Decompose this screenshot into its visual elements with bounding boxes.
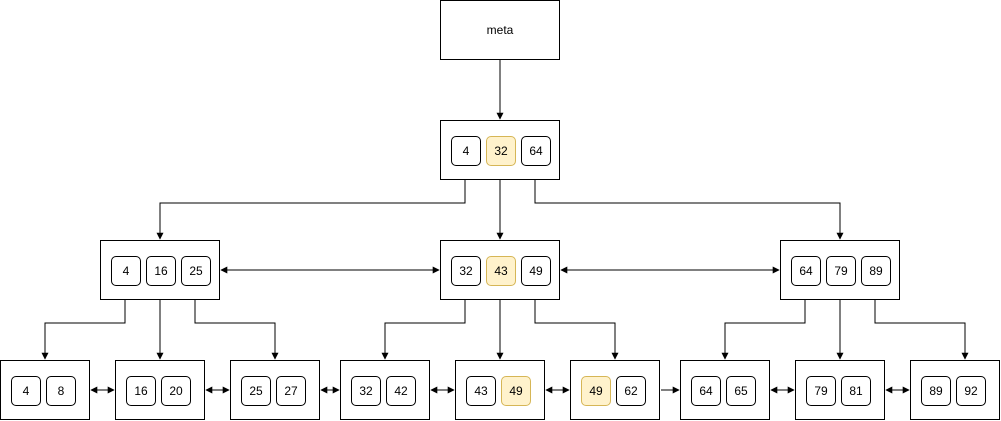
internal-1-key-3: 25 [181, 256, 211, 286]
internal-2-key-3: 49 [521, 256, 551, 286]
edge-internal-3-leaf-7 [721, 285, 806, 360]
leaf-node-2: 16 20 [115, 360, 205, 420]
edge-root-internal-3 [534, 165, 844, 240]
internal-node-1: 4 16 25 [100, 240, 220, 300]
meta-label: meta [486, 23, 514, 37]
leaf-node-9: 89 92 [910, 360, 1000, 420]
leaf-4-key-1: 32 [351, 376, 381, 406]
leaf-node-4: 32 42 [340, 360, 430, 420]
leaf-3-key-1: 25 [241, 376, 271, 406]
internal-3-key-3: 89 [861, 256, 891, 286]
internal-1-key-1: 4 [111, 256, 141, 286]
internal-3-key-1: 64 [791, 256, 821, 286]
internal-3-key-2: 79 [826, 256, 856, 286]
internal-node-2: 32 43 49 [440, 240, 560, 300]
leaf-6-key-1: 49 [581, 376, 611, 406]
leaf-node-1: 4 8 [0, 360, 90, 420]
leaf-1-key-1: 4 [11, 376, 41, 406]
leaf-8-key-1: 79 [806, 376, 836, 406]
meta-node: meta [440, 0, 560, 60]
leaf-4-key-2: 42 [386, 376, 416, 406]
leaf-8-key-2: 81 [841, 376, 871, 406]
leaf-7-key-1: 64 [691, 376, 721, 406]
internal-2-key-2: 43 [486, 256, 516, 286]
leaf-6-key-2: 62 [616, 376, 646, 406]
root-key-1: 4 [451, 136, 481, 166]
internal-2-key-1: 32 [451, 256, 481, 286]
internal-node-3: 64 79 89 [780, 240, 900, 300]
leaf-1-key-2: 8 [46, 376, 76, 406]
edge-internal-2-leaf-4 [381, 285, 466, 360]
leaf-node-6: 49 62 [570, 360, 660, 420]
edge-internal-1-leaf-3 [194, 285, 279, 360]
root-key-2: 32 [486, 136, 516, 166]
leaf-2-key-2: 20 [161, 376, 191, 406]
leaf-node-3: 25 27 [230, 360, 320, 420]
root-node: 4 32 64 [440, 120, 560, 180]
internal-1-key-2: 16 [146, 256, 176, 286]
root-key-3: 64 [521, 136, 551, 166]
leaf-9-key-2: 92 [956, 376, 986, 406]
leaf-5-key-1: 43 [466, 376, 496, 406]
leaf-node-7: 64 65 [680, 360, 770, 420]
leaf-2-key-1: 16 [126, 376, 156, 406]
leaf-node-8: 79 81 [795, 360, 885, 420]
edge-internal-1-leaf-1 [41, 285, 126, 360]
edge-root-internal-1 [156, 165, 466, 240]
leaf-3-key-2: 27 [276, 376, 306, 406]
edge-internal-3-leaf-9 [874, 285, 969, 360]
edge-internal-2-leaf-6 [534, 285, 619, 360]
leaf-9-key-1: 89 [921, 376, 951, 406]
leaf-node-5: 43 49 [455, 360, 545, 420]
leaf-7-key-2: 65 [726, 376, 756, 406]
leaf-5-key-2: 49 [501, 376, 531, 406]
